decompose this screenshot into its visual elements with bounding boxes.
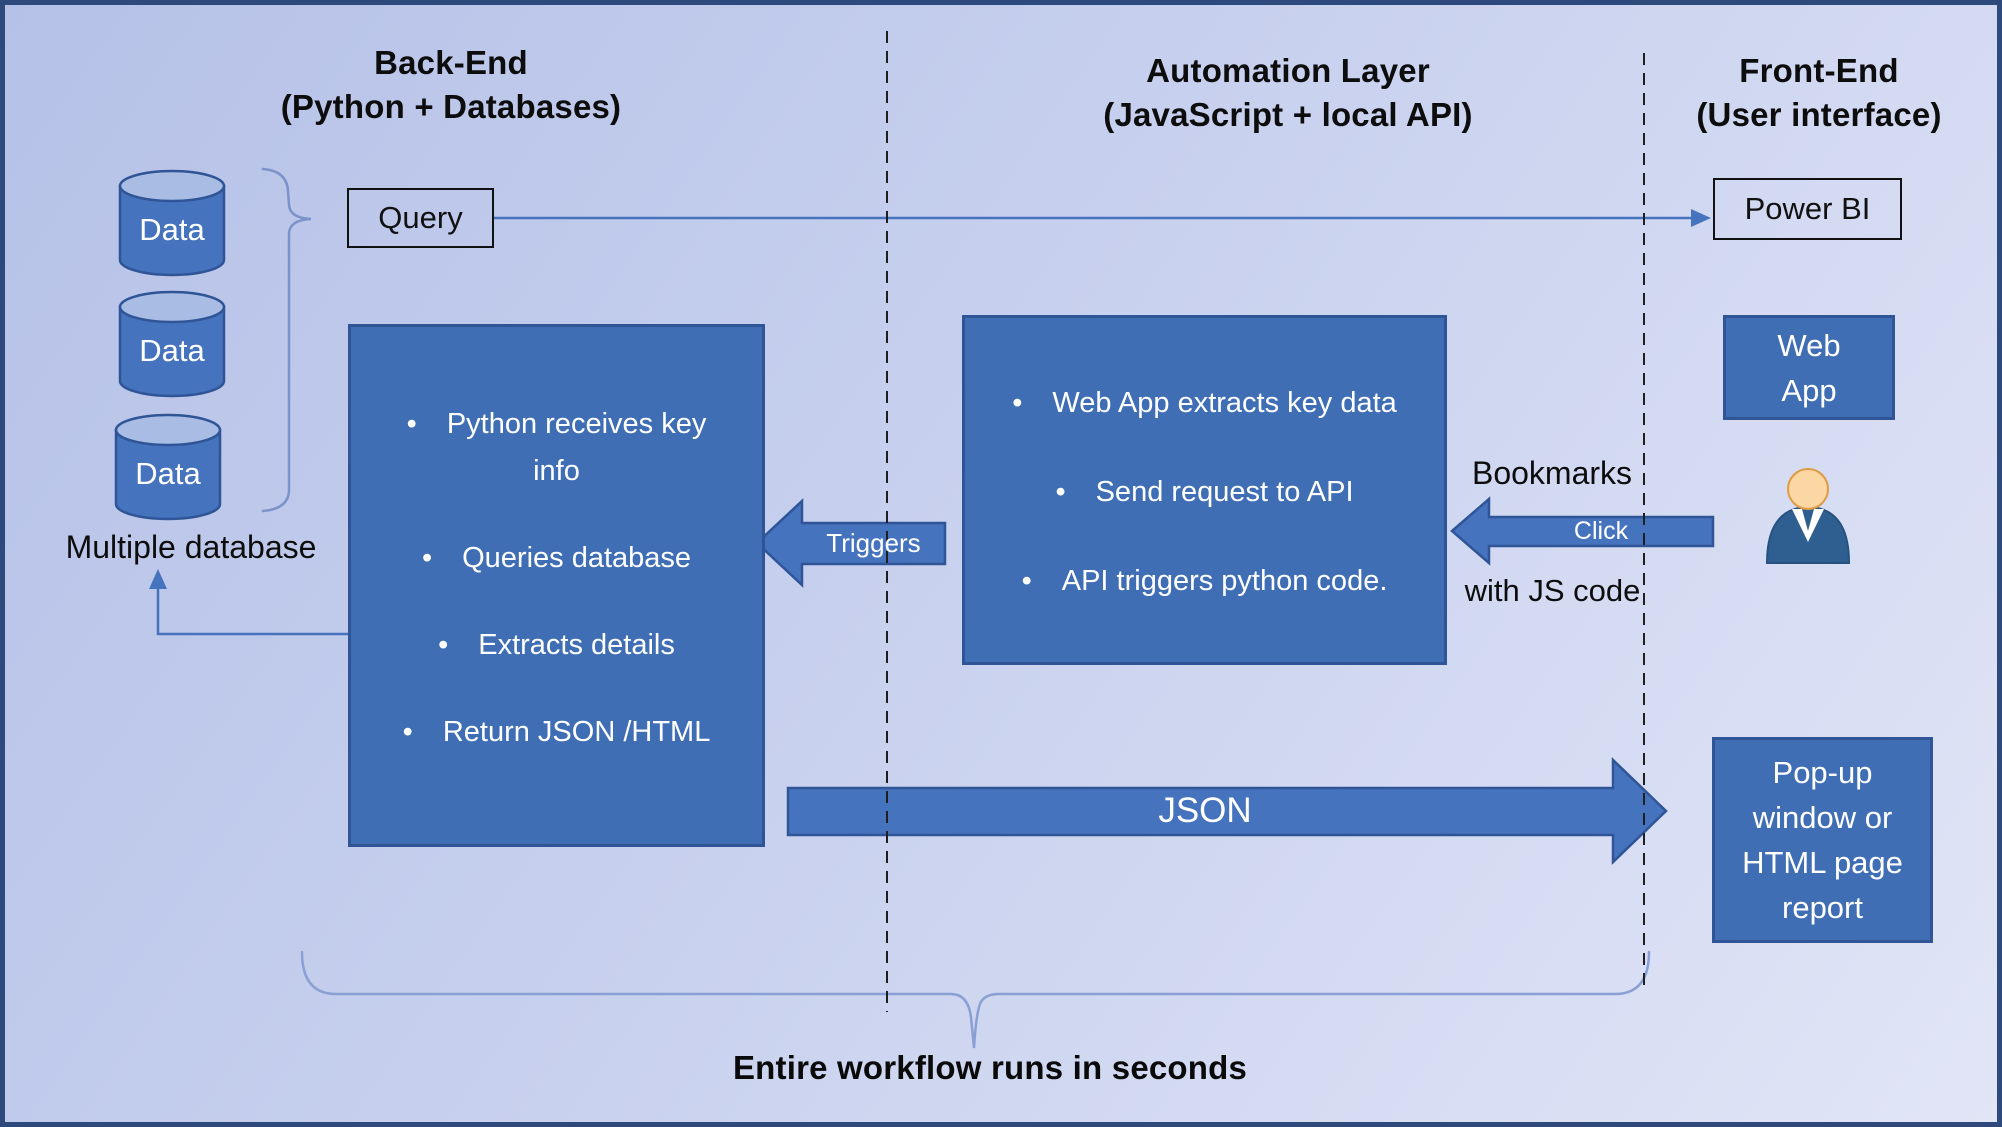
column-title-frontend: Front-End (User interface) [1569, 49, 1997, 137]
automation-bullet-3: API triggers python code. [1022, 558, 1388, 605]
frontend-subtitle: (User interface) [1696, 96, 1942, 133]
power-bi-box: Power BI [1713, 178, 1902, 240]
multiple-database-caption: Multiple database [65, 529, 317, 565]
frontend-title: Front-End [1739, 52, 1899, 89]
web-app-label: Web App [1777, 327, 1841, 408]
footer-caption: Entire workflow runs in seconds [732, 1049, 1248, 1086]
user-icon [1765, 468, 1851, 564]
database-label-3: Data [135, 456, 201, 491]
backend-process-box: Python receives key info Queries databas… [348, 324, 765, 847]
process-bullet-3: Extracts details [438, 622, 675, 669]
database-label-2: Data [139, 333, 205, 368]
popup-report-box: Pop-up window or HTML page report [1712, 737, 1933, 943]
click-arrow-label: Click [1573, 517, 1629, 545]
automation-bullet-1: Web App extracts key data [1012, 380, 1396, 427]
process-bullet-1: Python receives key info [384, 401, 729, 495]
power-bi-label: Power BI [1744, 191, 1871, 226]
column-title-backend: Back-End (Python + Databases) [201, 41, 701, 129]
query-box-label: Query [378, 200, 463, 235]
column-title-automation: Automation Layer (JavaScript + local API… [1038, 49, 1538, 137]
web-app-box: Web App [1723, 315, 1895, 420]
automation-subtitle: (JavaScript + local API) [1103, 96, 1473, 133]
databases-brace [261, 167, 312, 513]
automation-box: Web App extracts key data Send request t… [962, 315, 1447, 665]
query-box: Query [347, 188, 494, 248]
automation-title: Automation Layer [1146, 52, 1430, 89]
js-code-label: with JS code [1464, 573, 1641, 608]
process-bullet-2: Queries database [422, 535, 691, 582]
backend-subtitle: (Python + Databases) [280, 88, 622, 125]
process-to-database-arrow [149, 569, 348, 636]
database-label-1: Data [139, 212, 205, 247]
json-arrow-label: JSON [1158, 791, 1252, 830]
process-bullet-4: Return JSON /HTML [403, 709, 711, 756]
bookmarks-label: Bookmarks [1471, 455, 1633, 491]
automation-bullet-2: Send request to API [1055, 469, 1354, 516]
popup-report-label: Pop-up window or HTML page report [1742, 755, 1903, 925]
query-to-powerbi-arrow [494, 209, 1711, 227]
footer-brace [300, 950, 1651, 1049]
triggers-arrow-label: Triggers [826, 528, 921, 558]
backend-title: Back-End [374, 44, 528, 81]
